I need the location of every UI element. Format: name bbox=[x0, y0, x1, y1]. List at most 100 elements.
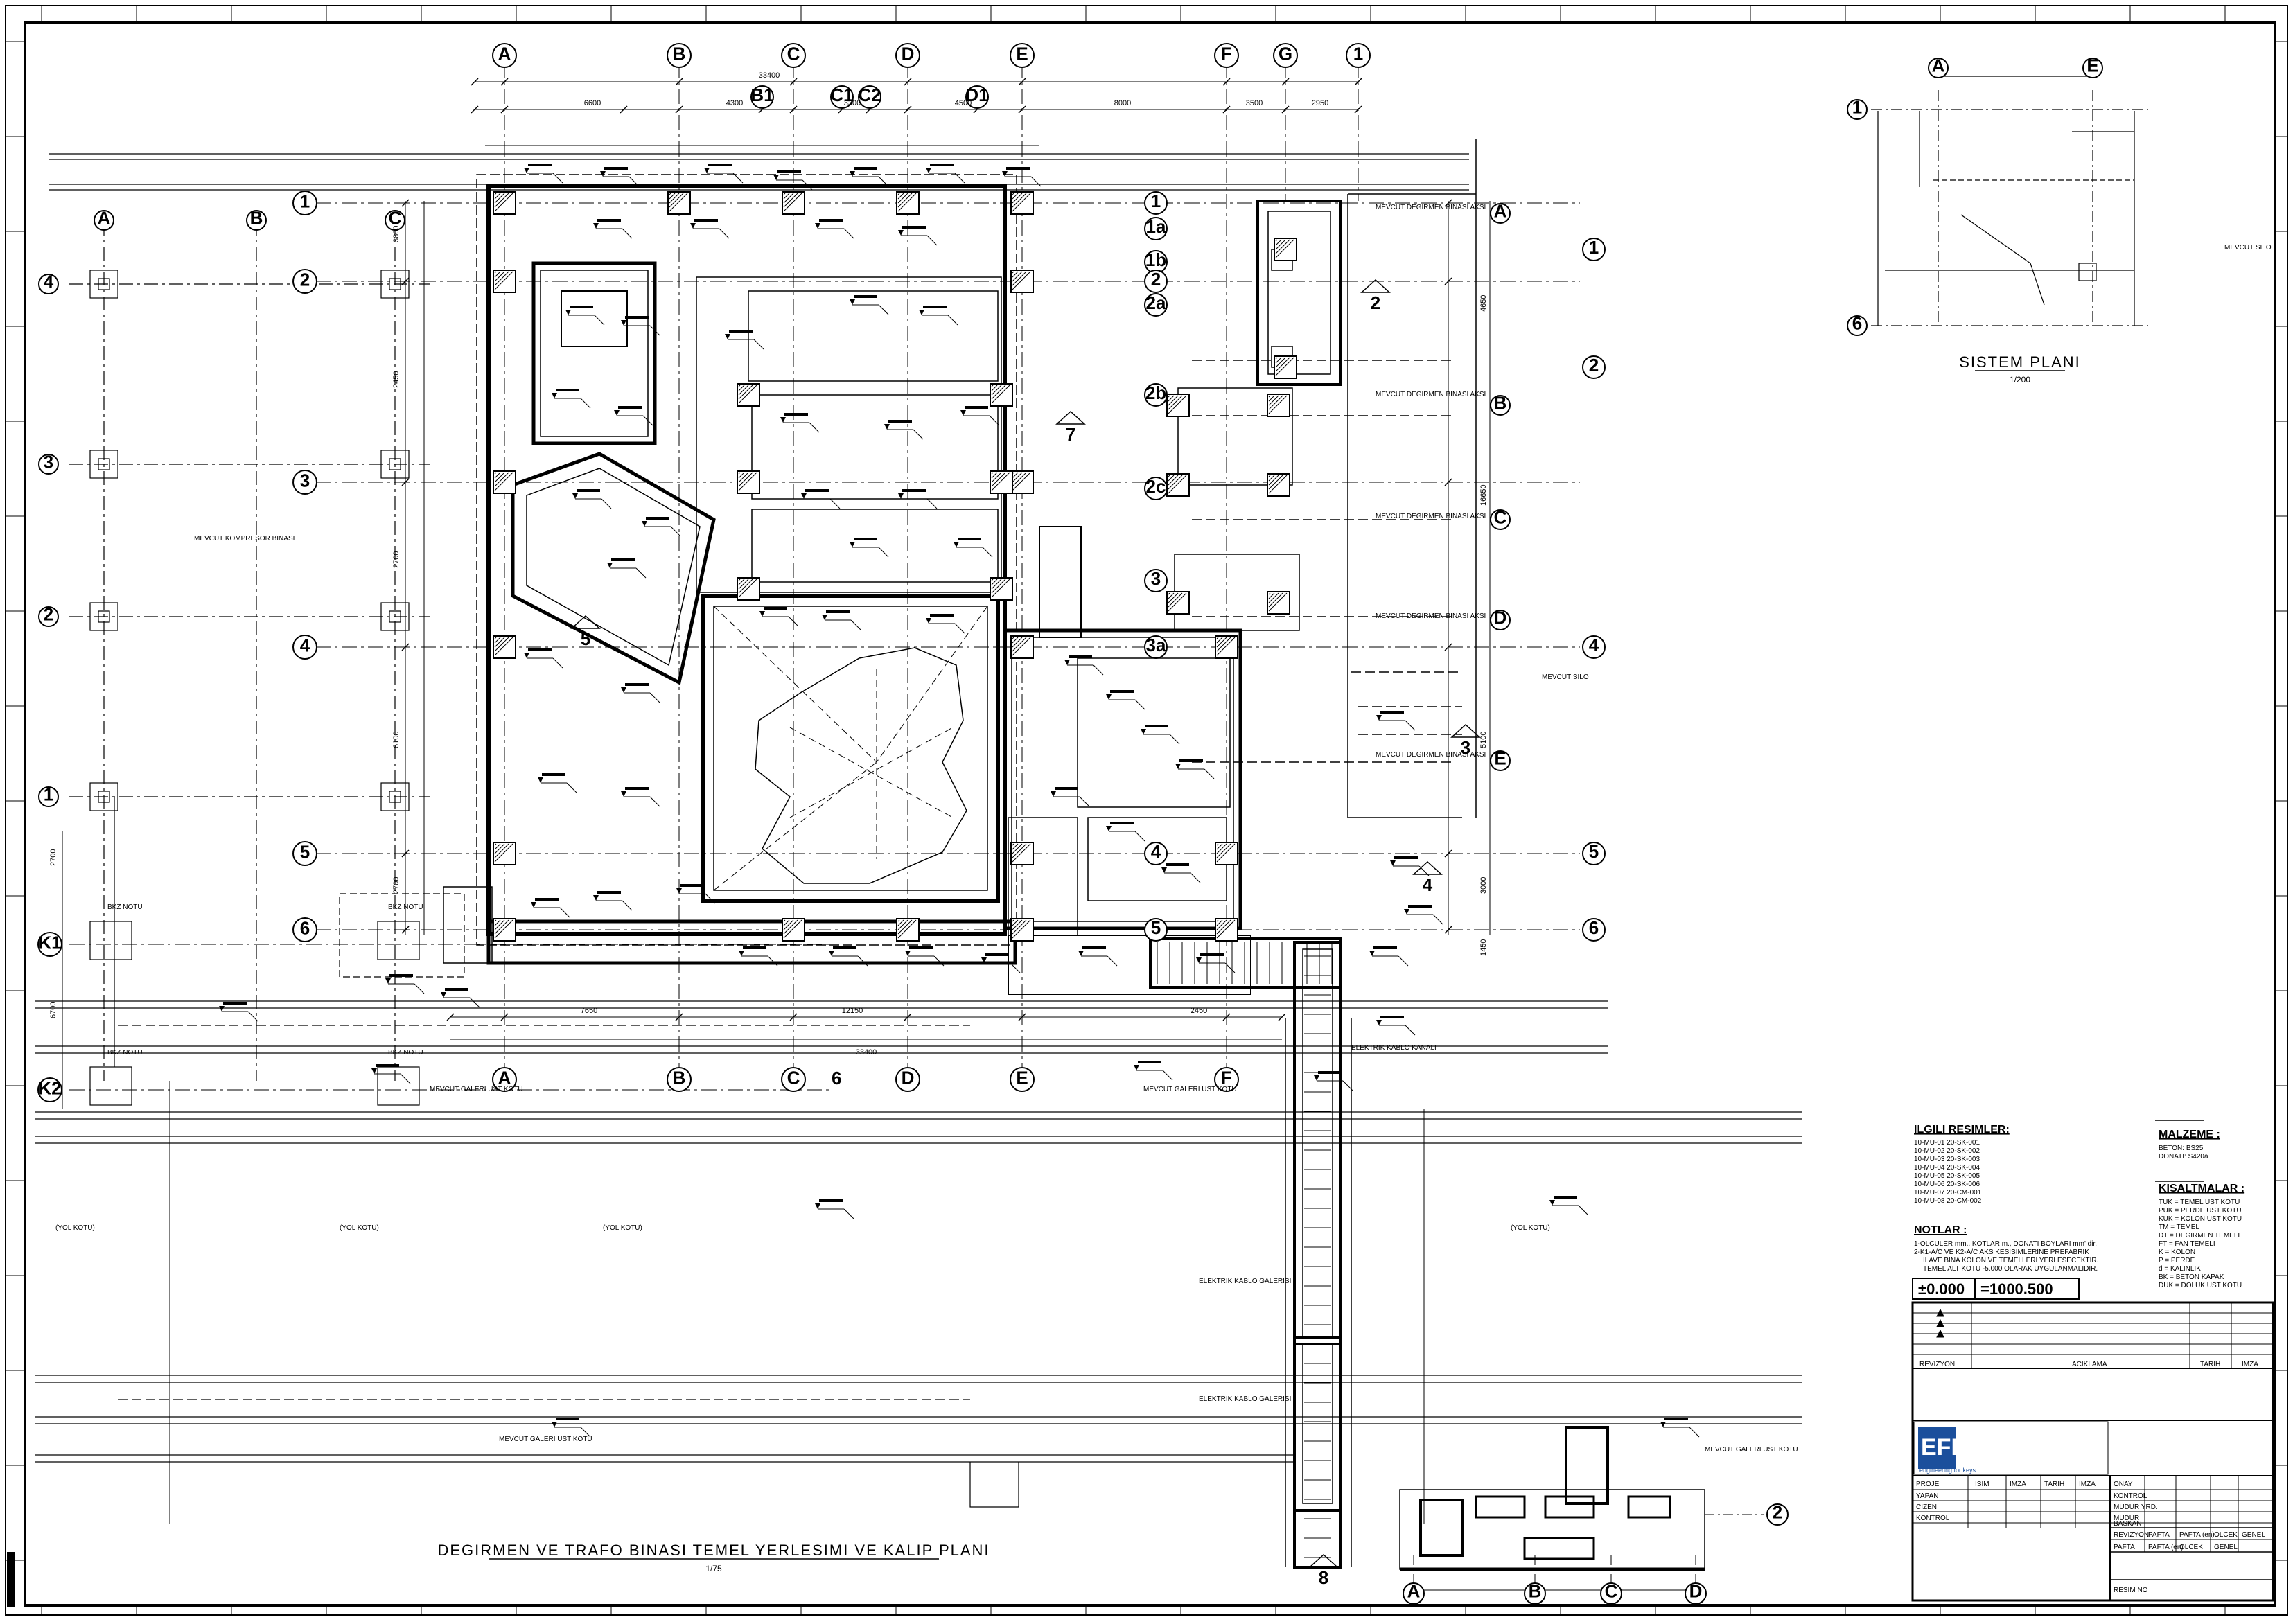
column bbox=[1166, 394, 1190, 417]
cable-gallery bbox=[443, 886, 1352, 1569]
references-block: ILGILI RESIMLER: 10-MU-01 20-SK-001 10-M… bbox=[1914, 1124, 2010, 1205]
abbr-9: d = KALINLIK bbox=[2159, 1265, 2201, 1273]
title-block-grid bbox=[1913, 1303, 2273, 1552]
axis-top-0-label: A bbox=[498, 43, 511, 64]
axis-existing-num-2-label: 4 bbox=[1589, 635, 1599, 655]
axis-sub-0-label: B1 bbox=[750, 85, 773, 105]
annotation-mark bbox=[1175, 759, 1215, 779]
annotation-mark bbox=[919, 306, 958, 326]
annotation-mark bbox=[815, 1199, 854, 1219]
axis-sub-3: D1 bbox=[965, 85, 989, 109]
section-mark-2: 4 bbox=[1412, 860, 1443, 895]
frame-ticks bbox=[6, 6, 2287, 1615]
axis-bottom-1: B bbox=[667, 1067, 692, 1092]
mini-axis-row-1: 6 bbox=[1847, 312, 1868, 336]
axis-bottom-4-label: D bbox=[902, 1067, 915, 1088]
abbr-4: TM = TEMEL bbox=[2159, 1224, 2199, 1231]
dim-bottom-1: 7650 bbox=[581, 1007, 597, 1015]
mini-axis-row-1-label: 6 bbox=[1852, 312, 1862, 333]
axis-right-5: 2b bbox=[1144, 382, 1168, 407]
axis-existing-num-4-label: 6 bbox=[1589, 917, 1599, 938]
abbr-11: DUK = DOLUK UST KOTU bbox=[2159, 1282, 2242, 1289]
notes-title: NOTLAR : bbox=[1914, 1224, 1967, 1236]
annotation-mark bbox=[1051, 787, 1090, 807]
axis-right-0: 1 bbox=[1144, 191, 1168, 215]
axis-right-10: 5 bbox=[1144, 917, 1168, 942]
annotation-mark bbox=[524, 164, 563, 184]
axis-right-1-label: 1a bbox=[1146, 216, 1166, 237]
existing-compressor-grid bbox=[69, 222, 465, 1106]
abbr-10: BK = BETON KAPAK bbox=[2159, 1273, 2224, 1281]
title-block-texts: REVIZYON ACIKLAMA TARIH IMZA EFK enginee… bbox=[1916, 1361, 2265, 1594]
axis-top-2-label: C bbox=[787, 43, 800, 64]
sign-row-1: PROJE bbox=[1916, 1481, 1940, 1488]
axis-sub-0: B1 bbox=[750, 85, 774, 109]
axis-right-10-label: 5 bbox=[1151, 917, 1161, 938]
axis-farleft-row-3-label: 1 bbox=[44, 784, 53, 804]
dim-top-5: 8000 bbox=[1114, 99, 1131, 107]
axis-left-5-label: 6 bbox=[300, 917, 310, 938]
column bbox=[896, 191, 920, 215]
column bbox=[1010, 270, 1034, 293]
drawing-title: DEGIRMEN VE TRAFO BINASI TEMEL YERLESIMI… bbox=[437, 1542, 990, 1559]
label-silo-2: MEVCUT SILO bbox=[2224, 244, 2272, 251]
annotation-mark bbox=[773, 170, 813, 191]
column bbox=[1274, 238, 1297, 261]
axis-existing-num-4: 6 bbox=[1582, 917, 1606, 942]
sign-row-4: KONTROL bbox=[1916, 1515, 1950, 1522]
bottom-field-1: REVIZYON bbox=[2114, 1531, 2149, 1539]
axis-left-4: 5 bbox=[292, 841, 317, 866]
dim-bottom-total: 33400 bbox=[856, 1048, 877, 1057]
column bbox=[1166, 473, 1190, 497]
mini-axis-row-0-label: 1 bbox=[1852, 96, 1862, 117]
axis-top-6: G bbox=[1273, 43, 1298, 68]
annotation-mark bbox=[538, 773, 577, 793]
axis-farleft-row-2-label: 2 bbox=[44, 603, 53, 624]
frame-marker bbox=[7, 1552, 15, 1607]
annotation-mark bbox=[642, 517, 681, 537]
dim-top-6: 3500 bbox=[1246, 99, 1263, 107]
reference-2: 10-MU-02 20-SK-002 bbox=[1914, 1147, 1980, 1155]
note-1: 1-OLCULER mm., KOTLAR m., DONATI BOYLARI… bbox=[1914, 1240, 2097, 1248]
dim-left-5: 2700 bbox=[392, 877, 401, 894]
column bbox=[896, 918, 920, 942]
section-axis-col-1-label: B bbox=[1529, 1581, 1542, 1602]
system-plan-title: SISTEM PLANI bbox=[1959, 353, 2081, 371]
axis-top-6-label: G bbox=[1279, 43, 1292, 64]
annotation-mark bbox=[621, 787, 660, 807]
annotation-mark bbox=[690, 219, 730, 239]
axis-sub-1: C1 bbox=[830, 85, 854, 109]
label-existing-axis-3: MEVCUT DEGIRMEN BINASI AKSI bbox=[1376, 513, 1486, 520]
axis-sub-3-label: D1 bbox=[965, 85, 988, 105]
section-axis-col-2: C bbox=[1600, 1581, 1622, 1605]
company-logo bbox=[1918, 1427, 1956, 1469]
annotation-mark bbox=[780, 413, 820, 433]
column bbox=[1215, 918, 1238, 942]
note-2: 2-K1-A/C VE K2-A/C AKS KESISIMLERINE PRE… bbox=[1914, 1248, 2089, 1256]
column bbox=[990, 470, 1013, 494]
label-compressor: MEVCUT KOMPRESOR BINASI bbox=[194, 535, 295, 542]
axis-existing-row-4-label: E bbox=[1494, 748, 1506, 768]
axis-right-3: 2 bbox=[1144, 269, 1168, 293]
axis-top-5-label: F bbox=[1221, 43, 1232, 64]
label-silo-1: MEVCUT SILO bbox=[1542, 673, 1589, 681]
column bbox=[782, 918, 805, 942]
rev-header-3: TARIH bbox=[2200, 1361, 2220, 1368]
label-see-note-1: BKZ NOTU bbox=[107, 903, 143, 911]
axis-existing-row-0-label: A bbox=[1494, 200, 1507, 221]
column bbox=[737, 383, 760, 407]
dim-right-2: 16650 bbox=[1479, 484, 1488, 506]
column bbox=[493, 918, 516, 942]
approve-row-4: MUDUR bbox=[2114, 1515, 2139, 1522]
section-axis-col-1: B bbox=[1524, 1581, 1546, 1605]
annotation-mark bbox=[1161, 863, 1201, 883]
column bbox=[1166, 591, 1190, 615]
leader-lines bbox=[219, 164, 1700, 1438]
approve-row-5: BASKAN bbox=[2114, 1520, 2142, 1528]
section-mark-1: 3 bbox=[1450, 723, 1481, 758]
annotation-mark bbox=[739, 946, 778, 967]
axis-existing-row-2: C bbox=[1490, 506, 1511, 530]
axis-farleft-col-2: C bbox=[385, 207, 405, 231]
rev-header-1: REVIZYON bbox=[1919, 1361, 1955, 1368]
